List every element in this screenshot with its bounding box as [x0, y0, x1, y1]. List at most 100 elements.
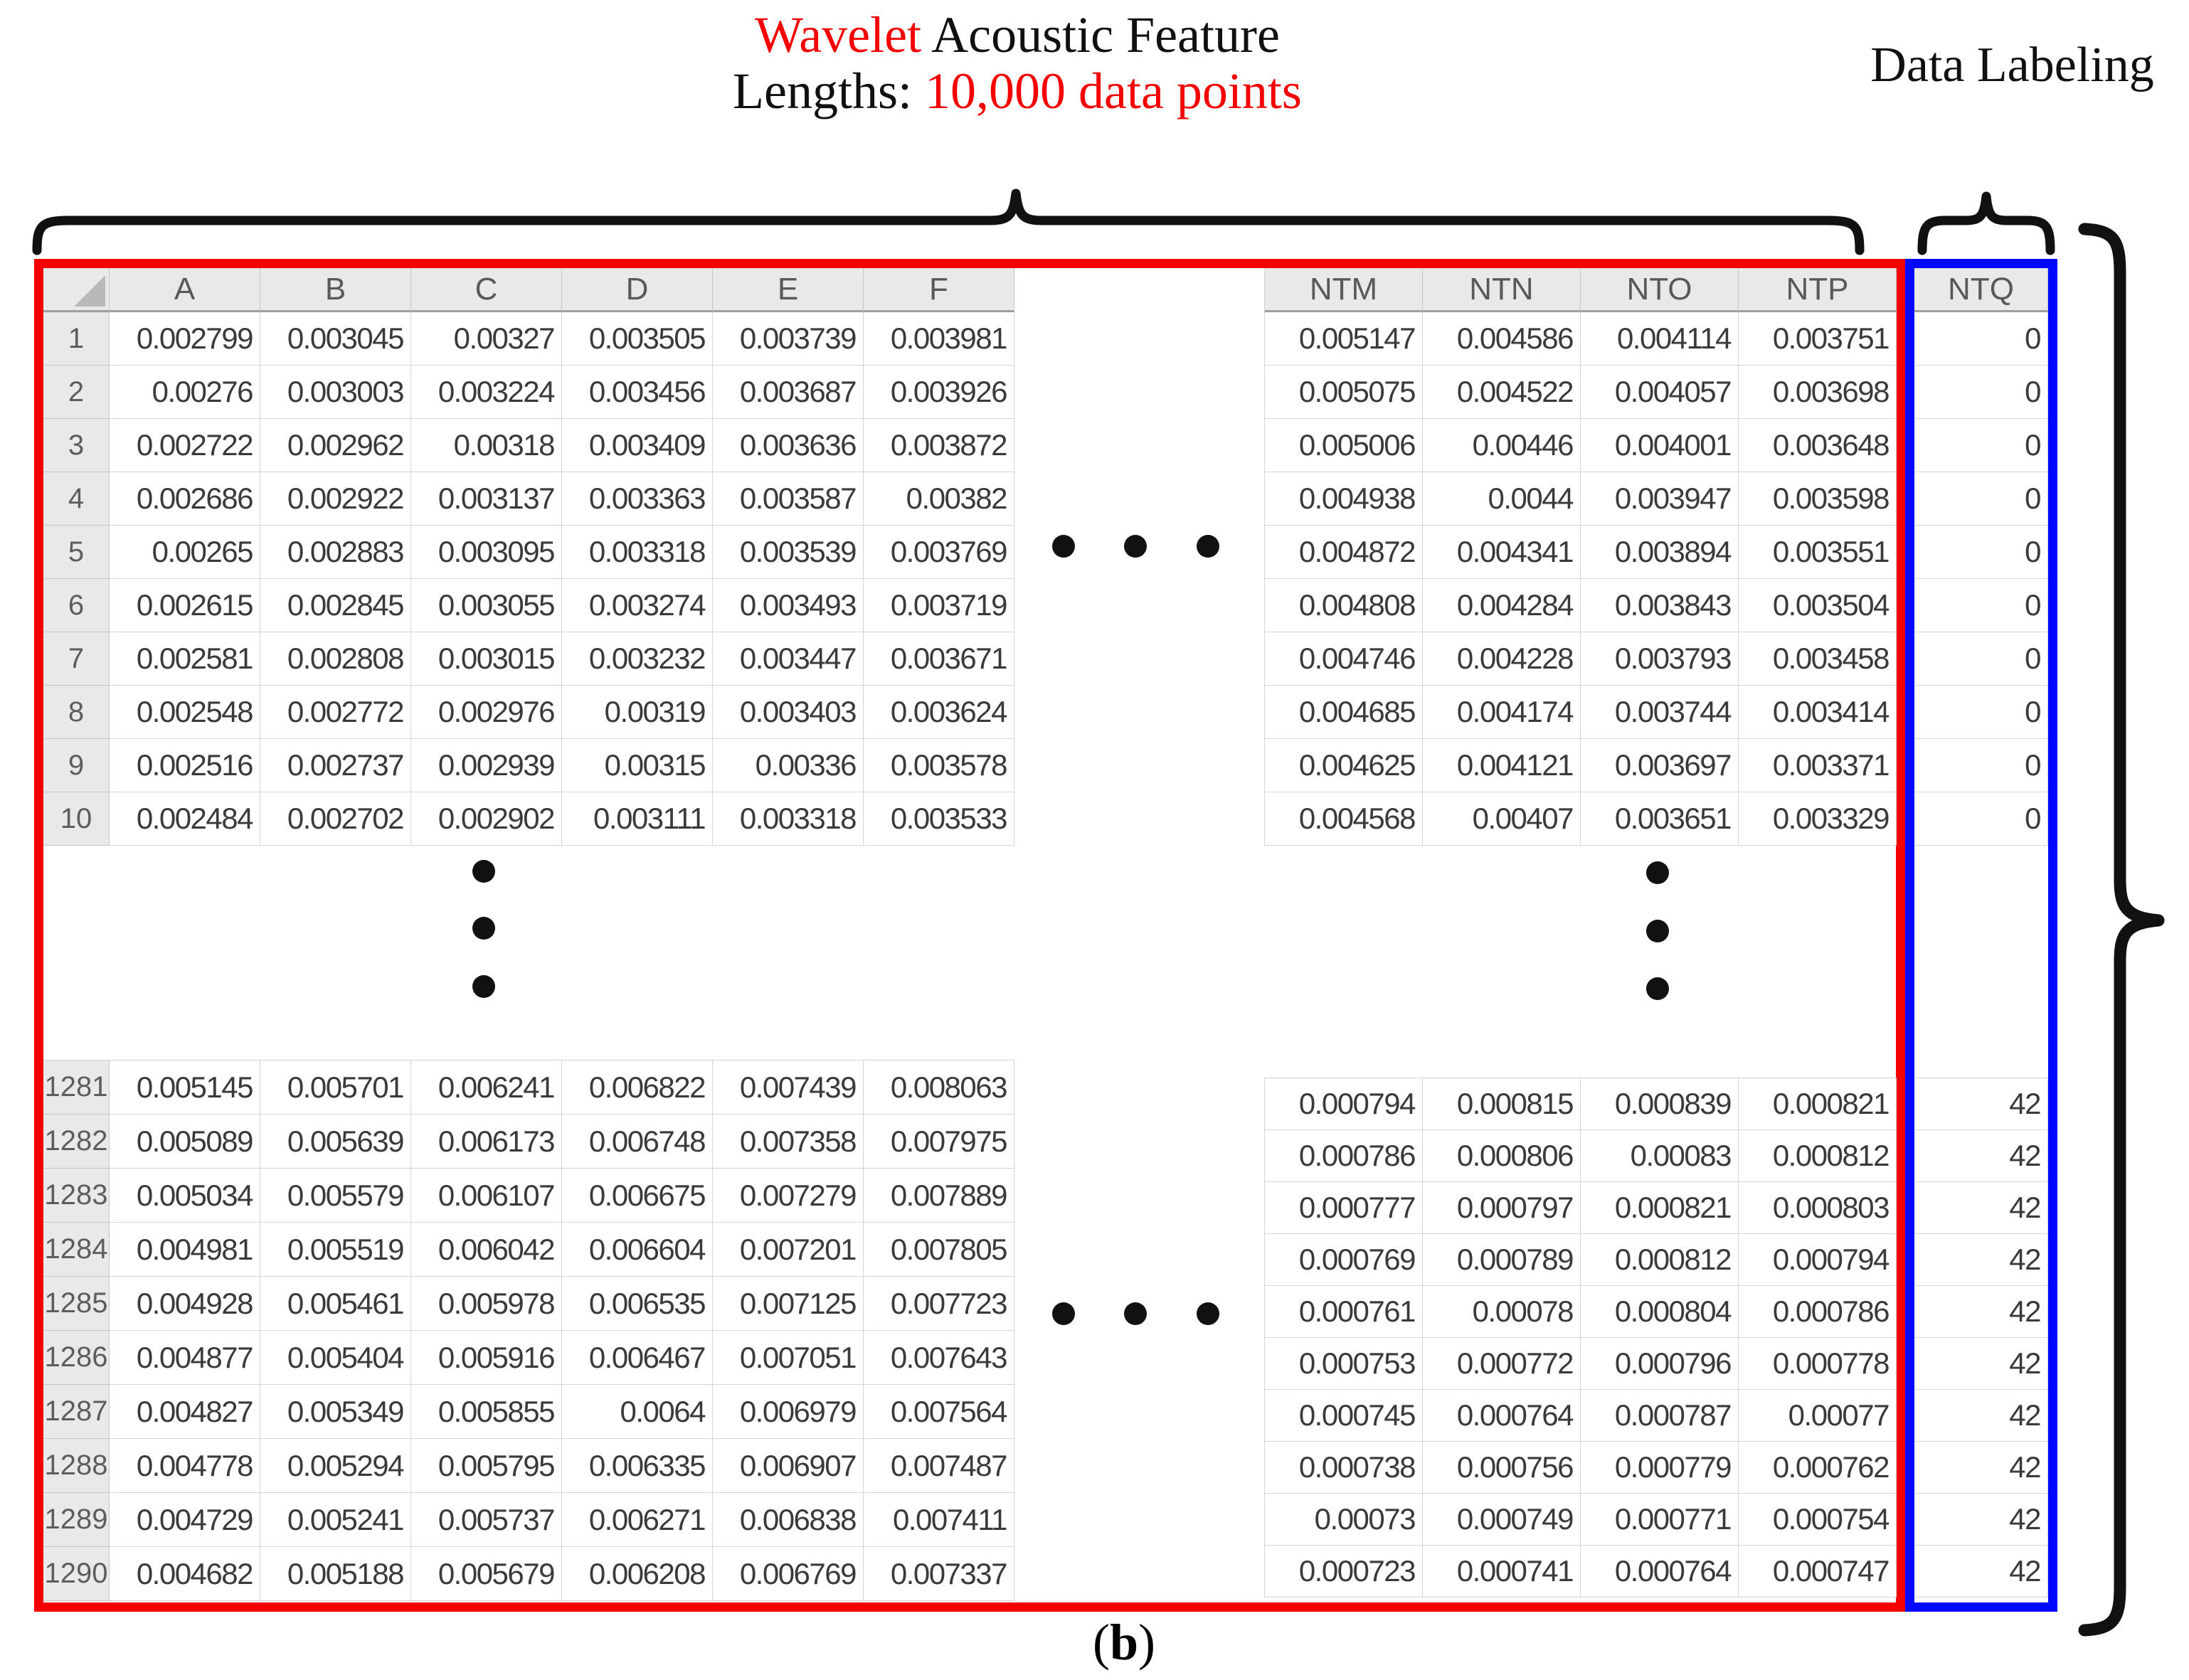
title-datapoints: 10,000 data points — [925, 63, 1302, 120]
row-number: 10 — [43, 792, 110, 846]
wavelet-feature-brace — [32, 188, 1865, 255]
data-cell: 0.000787 — [1581, 1390, 1739, 1442]
data-cell: 0.002976 — [411, 686, 562, 739]
data-cell: 0.003232 — [562, 632, 713, 686]
data-cell: 0.006173 — [411, 1115, 562, 1169]
data-cell: 0.000753 — [1265, 1338, 1423, 1390]
feature-region-red-box — [34, 259, 1905, 1612]
data-cell: 0.006604 — [562, 1223, 713, 1277]
data-cell: 0.000794 — [1739, 1234, 1897, 1286]
data-cell: 0.000789 — [1423, 1234, 1581, 1286]
data-cell: 0.003843 — [1581, 579, 1739, 632]
column-header-b: B — [260, 268, 411, 312]
column-header-nto: NTO — [1581, 268, 1739, 312]
data-cell: 0.002737 — [260, 739, 411, 792]
data-cell: 0.000764 — [1581, 1546, 1739, 1597]
data-cell: 0.007201 — [713, 1223, 864, 1277]
data-cell: 0.003318 — [562, 526, 713, 579]
data-cell: 0.004981 — [110, 1223, 260, 1277]
data-cell: 0.005916 — [411, 1331, 562, 1385]
data-cell: 0.0044 — [1423, 472, 1581, 526]
label-region-blue-box — [1905, 259, 2057, 1612]
data-cell: 0.003456 — [562, 366, 713, 419]
column-header-ntm: NTM — [1265, 268, 1423, 312]
data-cell: 0.007643 — [864, 1331, 1014, 1385]
data-cell: 0.006335 — [562, 1439, 713, 1493]
data-cell: 0.004057 — [1581, 366, 1739, 419]
data-cell: 0.003698 — [1739, 366, 1897, 419]
data-cell: 0.000764 — [1423, 1390, 1581, 1442]
label-cell: 0 — [1914, 526, 2048, 579]
data-cell: 0.003318 — [713, 792, 864, 846]
data-cell: 0.002686 — [110, 472, 260, 526]
row-number: 9 — [43, 739, 110, 792]
data-cell: 0.003539 — [713, 526, 864, 579]
data-cell: 0.004284 — [1423, 579, 1581, 632]
data-cell: 0.002808 — [260, 632, 411, 686]
data-cell: 0.000794 — [1265, 1078, 1423, 1130]
data-cell: 0.003648 — [1739, 419, 1897, 472]
data-cell: 0.00407 — [1423, 792, 1581, 846]
data-cell: 0.003551 — [1739, 526, 1897, 579]
data-cell: 0.00077 — [1739, 1390, 1897, 1442]
subfigure-letter: b — [1109, 1614, 1139, 1671]
data-cell: 0.00382 — [864, 472, 1014, 526]
data-cell: 0.000839 — [1581, 1078, 1739, 1130]
data-cell: 0.00078 — [1423, 1286, 1581, 1338]
data-cell: 0.003651 — [1581, 792, 1739, 846]
data-cell: 0.000754 — [1739, 1494, 1897, 1546]
data-cell: 0.003095 — [411, 526, 562, 579]
data-cell: 0.000772 — [1423, 1338, 1581, 1390]
data-cell: 0.000797 — [1423, 1182, 1581, 1234]
data-cell: 0.003505 — [562, 312, 713, 366]
data-cell: 0.006822 — [562, 1060, 713, 1115]
column-header-e: E — [713, 268, 864, 312]
label-cell: 42 — [1914, 1494, 2048, 1546]
data-cell: 0.005241 — [260, 1493, 411, 1547]
data-cell: 0.000777 — [1265, 1182, 1423, 1234]
title-wavelet: Wavelet — [755, 6, 922, 63]
data-cell: 0.006838 — [713, 1493, 864, 1547]
data-cell: 0.002883 — [260, 526, 411, 579]
label-cell: 0 — [1914, 579, 2048, 632]
data-cell: 0.003458 — [1739, 632, 1897, 686]
data-cell: 0.003981 — [864, 312, 1014, 366]
column-header-a: A — [110, 268, 260, 312]
data-cell: 0.003493 — [713, 579, 864, 632]
row-number: 6 — [43, 579, 110, 632]
data-cell: 0.005795 — [411, 1439, 562, 1493]
data-cell: 0.003739 — [713, 312, 864, 366]
row-number: 1287 — [43, 1385, 110, 1439]
data-cell: 0.003624 — [864, 686, 1014, 739]
column-header-ntq: NTQ — [1914, 268, 2048, 312]
data-cell: 0.002902 — [411, 792, 562, 846]
data-cell: 0.003045 — [260, 312, 411, 366]
title-line-1: Wavelet Acoustic Feature — [470, 6, 1565, 63]
data-cell: 0.005737 — [411, 1493, 562, 1547]
data-cell: 0.003587 — [713, 472, 864, 526]
data-cell: 0.005579 — [260, 1169, 411, 1223]
data-cell: 0.004682 — [110, 1547, 260, 1601]
data-cell: 0.004568 — [1265, 792, 1423, 846]
row-number: 1 — [43, 312, 110, 366]
column-header-ntp: NTP — [1739, 268, 1897, 312]
row-number: 3 — [43, 419, 110, 472]
data-cell: 0.00336 — [713, 739, 864, 792]
data-cell: 0.000786 — [1265, 1130, 1423, 1182]
data-cell: 0.004685 — [1265, 686, 1423, 739]
data-cell: 0.000762 — [1739, 1442, 1897, 1494]
data-cell: 0.007051 — [713, 1331, 864, 1385]
data-cell: 0.004808 — [1265, 579, 1423, 632]
data-cell: 0.006107 — [411, 1169, 562, 1223]
data-cell: 0.003793 — [1581, 632, 1739, 686]
data-cell: 0.007805 — [864, 1223, 1014, 1277]
data-cell: 0.002581 — [110, 632, 260, 686]
data-cell: 0.007564 — [864, 1385, 1014, 1439]
data-cell: 0.007723 — [864, 1277, 1014, 1331]
data-cell: 0.000741 — [1423, 1546, 1581, 1597]
data-cell: 0.003671 — [864, 632, 1014, 686]
data-cell: 0.006241 — [411, 1060, 562, 1115]
data-cell: 0.005147 — [1265, 312, 1423, 366]
data-cell: 0.003224 — [411, 366, 562, 419]
